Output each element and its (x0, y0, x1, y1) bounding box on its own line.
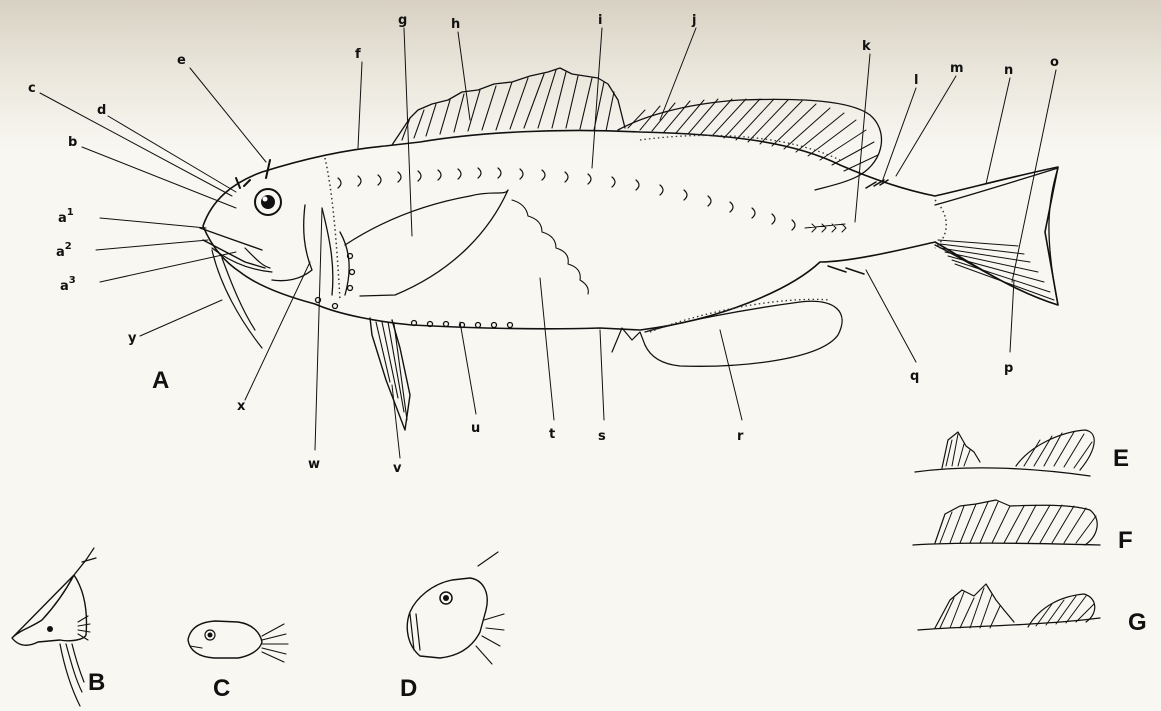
soft-dorsal-fin (618, 99, 881, 190)
lateral-line (338, 168, 846, 232)
label-n: n (1004, 63, 1013, 78)
label-a3: a3 (60, 275, 76, 294)
leader-lines (40, 28, 1056, 458)
pores (316, 254, 513, 328)
panel-c-larva-head (188, 621, 288, 662)
anal-fin (612, 299, 842, 366)
panel-d-larva-head (407, 552, 504, 664)
panel-label-f: F (1118, 527, 1133, 554)
label-a1: a1 (58, 207, 74, 226)
label-q: q (910, 369, 919, 384)
panel-label-c: C (213, 675, 230, 702)
label-g: g (398, 13, 407, 28)
label-x: x (237, 399, 246, 414)
label-t: t (549, 427, 555, 442)
label-u: u (471, 421, 480, 436)
fish-body-outline (203, 130, 1058, 330)
label-s: s (598, 429, 606, 444)
label-l: l (914, 73, 918, 88)
label-c: c (28, 81, 36, 96)
label-a2: a2 (56, 241, 72, 260)
label-b: b (68, 135, 77, 150)
spiny-dorsal-fin (392, 68, 625, 145)
label-k: k (862, 39, 871, 54)
panel-label-g: G (1128, 609, 1147, 636)
panel-label-e: E (1113, 445, 1129, 472)
label-y: y (128, 331, 137, 346)
label-p: p (1004, 361, 1013, 376)
label-i: i (598, 13, 602, 28)
label-e: e (177, 53, 186, 68)
panel-b-larva-head (12, 548, 96, 706)
label-r: r (737, 429, 744, 444)
pelvic-fin (370, 318, 410, 430)
panel-label-a: A (152, 367, 169, 394)
label-v: v (393, 461, 402, 476)
label-m: m (950, 61, 964, 76)
caudal-fin (935, 168, 1058, 305)
panel-e-dorsal-fin (915, 430, 1094, 476)
panel-label-b: B (88, 669, 105, 696)
panel-label-d: D (400, 675, 417, 702)
fish-a-drawing (200, 68, 1058, 430)
part-labels: c d b e f g h i j k l m n o a1 a2 a3 y x… (28, 13, 1059, 476)
panel-g-dorsal-fin (918, 584, 1100, 630)
panel-f-dorsal-fin (913, 500, 1100, 545)
label-o: o (1050, 55, 1059, 70)
label-h: h (451, 17, 460, 32)
label-d: d (97, 103, 106, 118)
label-f: f (355, 47, 361, 62)
label-j: j (691, 13, 696, 28)
label-w: w (308, 457, 320, 472)
